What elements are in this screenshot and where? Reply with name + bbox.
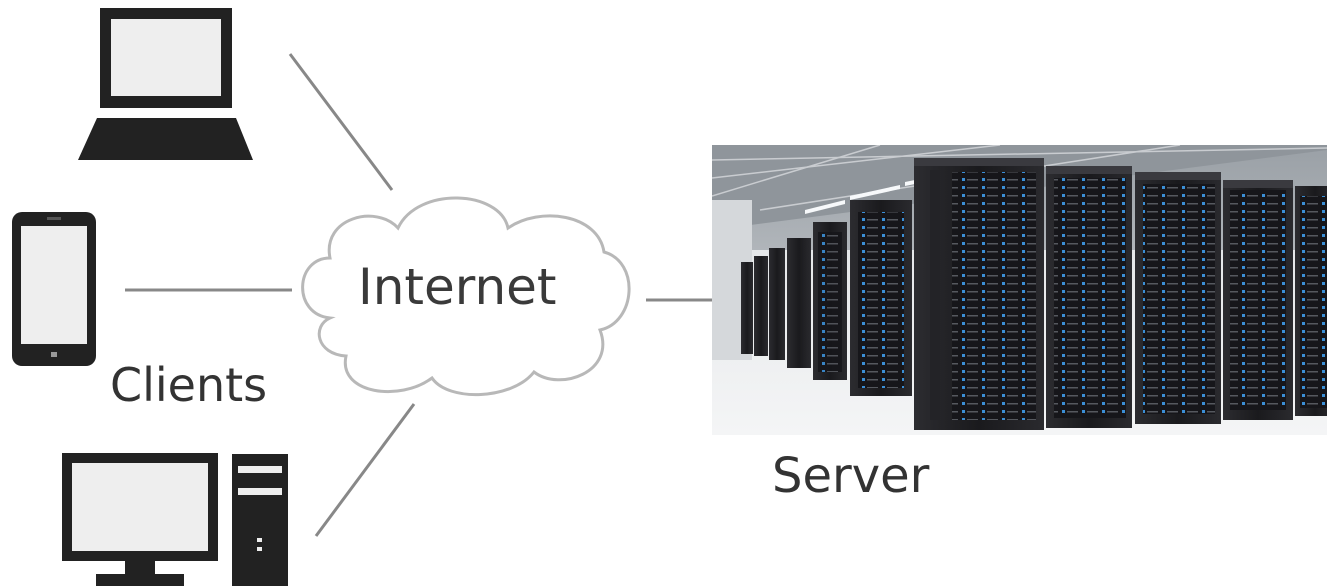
desktop-computer-icon [62,453,288,586]
clients-label: Clients [110,358,268,412]
connector-line-laptop [288,53,394,191]
server-rack-row [741,158,1327,430]
server-label: Server [772,448,930,504]
connector-line-desktop [314,403,416,537]
smartphone-icon [12,212,96,366]
cloud-icon [301,196,631,396]
server-room-image [712,145,1327,435]
laptop-icon [78,8,253,160]
internet-label: Internet [358,258,557,316]
